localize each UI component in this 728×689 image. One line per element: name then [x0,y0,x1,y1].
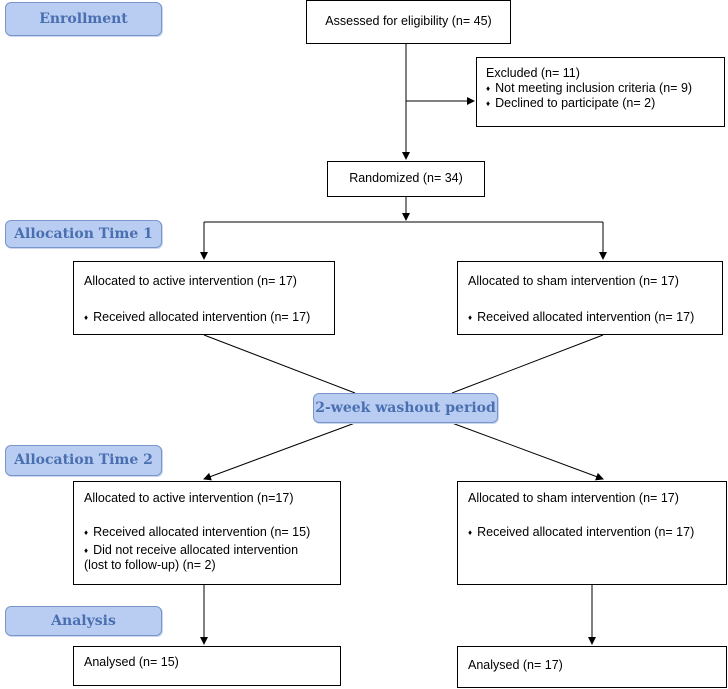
excluded-item-inclusion: Not meeting inclusion criteria (n= 9) [486,81,724,96]
time1-sham-received: Received allocated intervention (n= 17) [468,310,722,325]
analysis-active-text: Analysed (n= 15) [84,655,179,669]
time1-sham-box: Allocated to sham intervention (n= 17) R… [457,261,723,335]
analysis-sham-text: Analysed (n= 17) [468,658,563,672]
time1-active-received: Received allocated intervention (n= 17) [84,310,334,325]
excluded-item-declined: Declined to participate (n= 2) [486,96,724,111]
time2-sham-received: Received allocated intervention (n= 17) [468,525,726,540]
analysis-sham-box: Analysed (n= 17) [457,646,727,688]
time1-sham-title: Allocated to sham intervention (n= 17) [468,274,679,288]
time2-sham-box: Allocated to sham intervention (n= 17) R… [457,481,727,585]
time2-active-received: Received allocated intervention (n= 15) [84,525,340,540]
time1-active-box: Allocated to active intervention (n= 17)… [73,261,335,335]
time2-active-lost-followup: (lost to follow-up) (n= 2) [84,558,216,572]
time2-active-not-received: Did not receive allocated intervention [84,543,340,558]
time1-active-title: Allocated to active intervention (n= 17) [84,274,297,288]
assessed-text: Assessed for eligibility (n= 45) [325,14,492,28]
assessed-box: Assessed for eligibility (n= 45) [306,0,511,44]
time2-sham-title: Allocated to sham intervention (n= 17) [468,491,679,505]
arrow-washout-to-time2-sham [451,422,604,481]
stage-label-washout: 2-week washout period [313,393,498,423]
stage-label-allocation-time1: Allocation Time 1 [5,220,162,248]
excluded-title: Excluded (n= 11) [486,66,580,80]
stage-label-analysis: Analysis [5,606,162,636]
time2-active-box: Allocated to active intervention (n=17) … [73,481,341,585]
arrow-washout-to-time2-active [203,422,356,481]
line-time1-active-to-washout [203,334,356,394]
randomized-box: Randomized (n= 34) [327,161,485,197]
randomized-text: Randomized (n= 34) [349,171,463,185]
stage-label-enrollment: Enrollment [5,2,162,36]
line-time1-sham-to-washout [451,334,604,394]
analysis-active-box: Analysed (n= 15) [73,646,341,686]
stage-label-allocation-time2: Allocation Time 2 [5,445,162,476]
excluded-box: Excluded (n= 11) Not meeting inclusion c… [476,57,725,127]
time2-active-title: Allocated to active intervention (n=17) [84,491,294,505]
